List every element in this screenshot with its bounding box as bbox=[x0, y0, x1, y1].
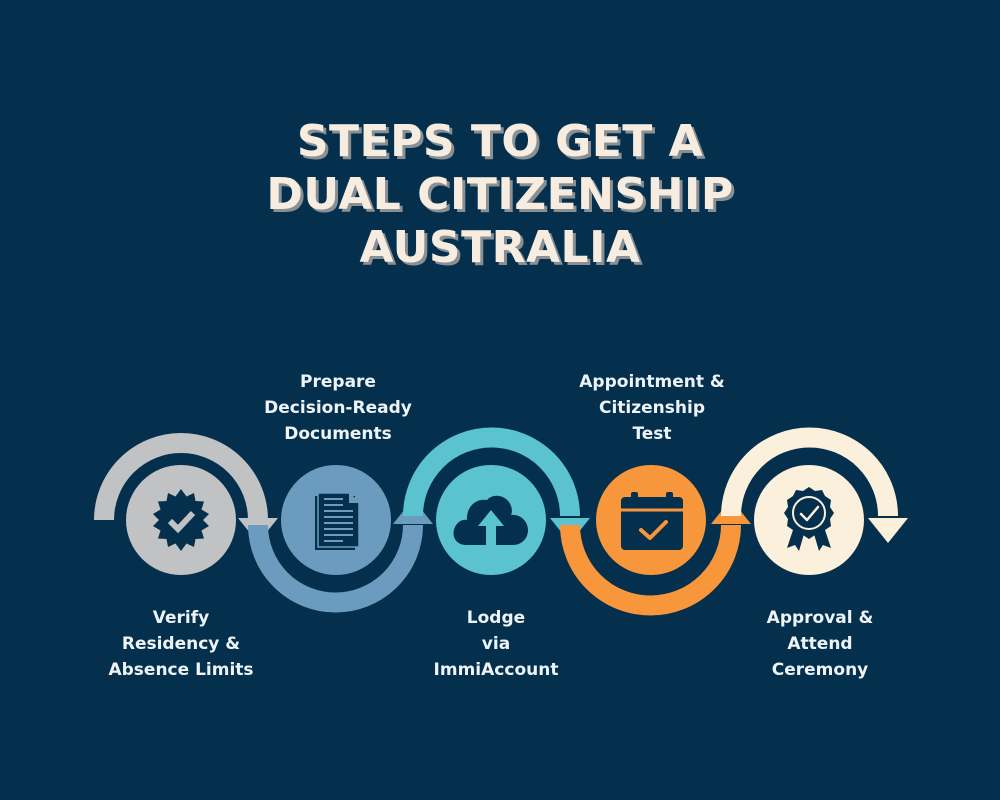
document-icon bbox=[315, 492, 360, 550]
step-4-node bbox=[596, 465, 706, 575]
step-4-label: Appointment & Citizenship Test bbox=[542, 369, 762, 447]
step-3-label-line: via bbox=[481, 634, 511, 654]
step-2-label-line: Prepare bbox=[300, 372, 376, 392]
step-2-label: Prepare Decision-Ready Documents bbox=[228, 369, 448, 447]
step-4-label-line: Appointment & bbox=[579, 372, 725, 392]
cloud-upload-icon bbox=[453, 495, 528, 548]
verified-badge-icon bbox=[153, 489, 209, 551]
step-1-node bbox=[126, 465, 236, 575]
step-3-label-line: Lodge bbox=[466, 608, 526, 628]
step-5-label: Approval & Attend Ceremony bbox=[710, 605, 930, 683]
step-1-label-line: Verify bbox=[152, 608, 210, 628]
step-5-label-line: Approval & bbox=[766, 608, 874, 628]
step-1-label: Verify Residency & Absence Limits bbox=[71, 605, 291, 683]
step-1-label-line: Absence Limits bbox=[108, 660, 254, 680]
step-2-label-line: Decision-Ready bbox=[264, 398, 412, 418]
step-2-label-line: Documents bbox=[284, 424, 392, 444]
page-title: STEPS TO GET A DUAL CITIZENSHIP AUSTRALI… bbox=[0, 115, 1000, 274]
step-5-label-line: Attend bbox=[787, 634, 853, 654]
step-4-label-line: Citizenship bbox=[598, 398, 705, 418]
title-line-2: DUAL CITIZENSHIP bbox=[266, 169, 734, 220]
step-5-arc-arrow bbox=[721, 427, 908, 543]
award-rosette-icon bbox=[784, 487, 834, 551]
step-3-label: Lodge via ImmiAccount bbox=[386, 605, 606, 683]
step-5-label-line: Ceremony bbox=[771, 660, 869, 680]
step-3-node bbox=[436, 465, 546, 575]
step-5-node bbox=[754, 465, 864, 575]
step-4-label-line: Test bbox=[632, 424, 672, 444]
step-2-node bbox=[281, 465, 391, 575]
step-1-label-line: Residency & bbox=[121, 634, 241, 654]
title-line-3: AUSTRALIA bbox=[359, 222, 641, 273]
calendar-check-icon bbox=[621, 492, 683, 550]
title-line-1: STEPS TO GET A bbox=[296, 116, 704, 167]
step-3-label-line: ImmiAccount bbox=[433, 660, 559, 680]
